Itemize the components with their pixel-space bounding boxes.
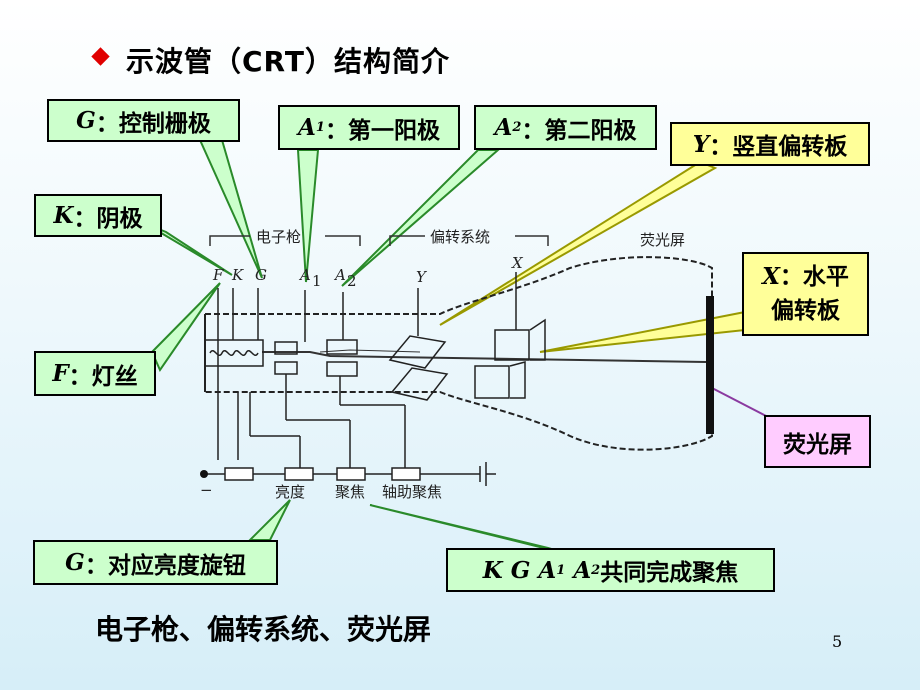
resistor-chain	[205, 462, 496, 486]
callout-vertical-plate: Y：竖直偏转板	[670, 122, 870, 166]
terminal-dot	[200, 470, 208, 478]
callout-filament: F：灯丝	[34, 351, 156, 396]
gun-bracket-left	[209, 235, 250, 246]
deflection-bracket-left	[389, 235, 425, 246]
label-brightness: 亮度	[275, 483, 305, 501]
label-screen-diagram: 荧光屏	[640, 231, 685, 249]
label-electron-gun: 电子枪	[256, 228, 301, 246]
label-focus: 聚焦	[335, 483, 365, 501]
label-A2-sub: 2	[347, 272, 357, 290]
label-A1-sub: 1	[312, 272, 322, 290]
yellow-pointers	[439, 160, 746, 353]
pointer-f	[150, 282, 221, 373]
pointer-focus	[369, 504, 569, 555]
electrodes	[274, 318, 546, 401]
label-A2: A	[333, 266, 346, 284]
electron-beam	[262, 351, 707, 363]
lead-wires	[217, 272, 517, 468]
label-deflection-system: 偏转系统	[430, 228, 490, 246]
pointer-g-grid	[198, 139, 263, 279]
slide-title: 示波管（CRT）结构简介	[126, 45, 450, 78]
callout-pointers	[145, 139, 569, 555]
pointer-x	[539, 310, 746, 353]
callout-brightness-knob: G：对应亮度旋钮	[33, 540, 278, 585]
gun-bracket-right	[325, 235, 361, 246]
phosphor-screen	[706, 296, 714, 434]
callout-cathode: K：阴极	[34, 194, 162, 237]
label-Y: Y	[416, 268, 428, 286]
pointer-g-knob	[247, 499, 291, 541]
label-A1: A	[298, 266, 311, 284]
label-F: F	[212, 266, 224, 284]
deflection-bracket-right	[515, 235, 549, 246]
pointer-screen	[711, 387, 771, 419]
callout-screen: 荧光屏	[764, 415, 871, 468]
pointer-a1	[296, 149, 320, 283]
callout-horizontal-plate: X：水平 偏转板	[742, 252, 869, 336]
label-aux-focus: 轴助聚焦	[382, 483, 442, 501]
filament-coil	[204, 339, 264, 367]
label-X: X	[511, 254, 524, 272]
label-minus: −	[200, 481, 213, 499]
page-number: 5	[832, 632, 843, 651]
pointer-a2	[341, 149, 501, 287]
summary-text: 电子枪、偏转系统、荧光屏	[95, 613, 432, 646]
callout-control-grid: G：控制栅极	[47, 99, 240, 142]
label-G: G	[255, 266, 267, 284]
label-K: K	[231, 266, 244, 284]
